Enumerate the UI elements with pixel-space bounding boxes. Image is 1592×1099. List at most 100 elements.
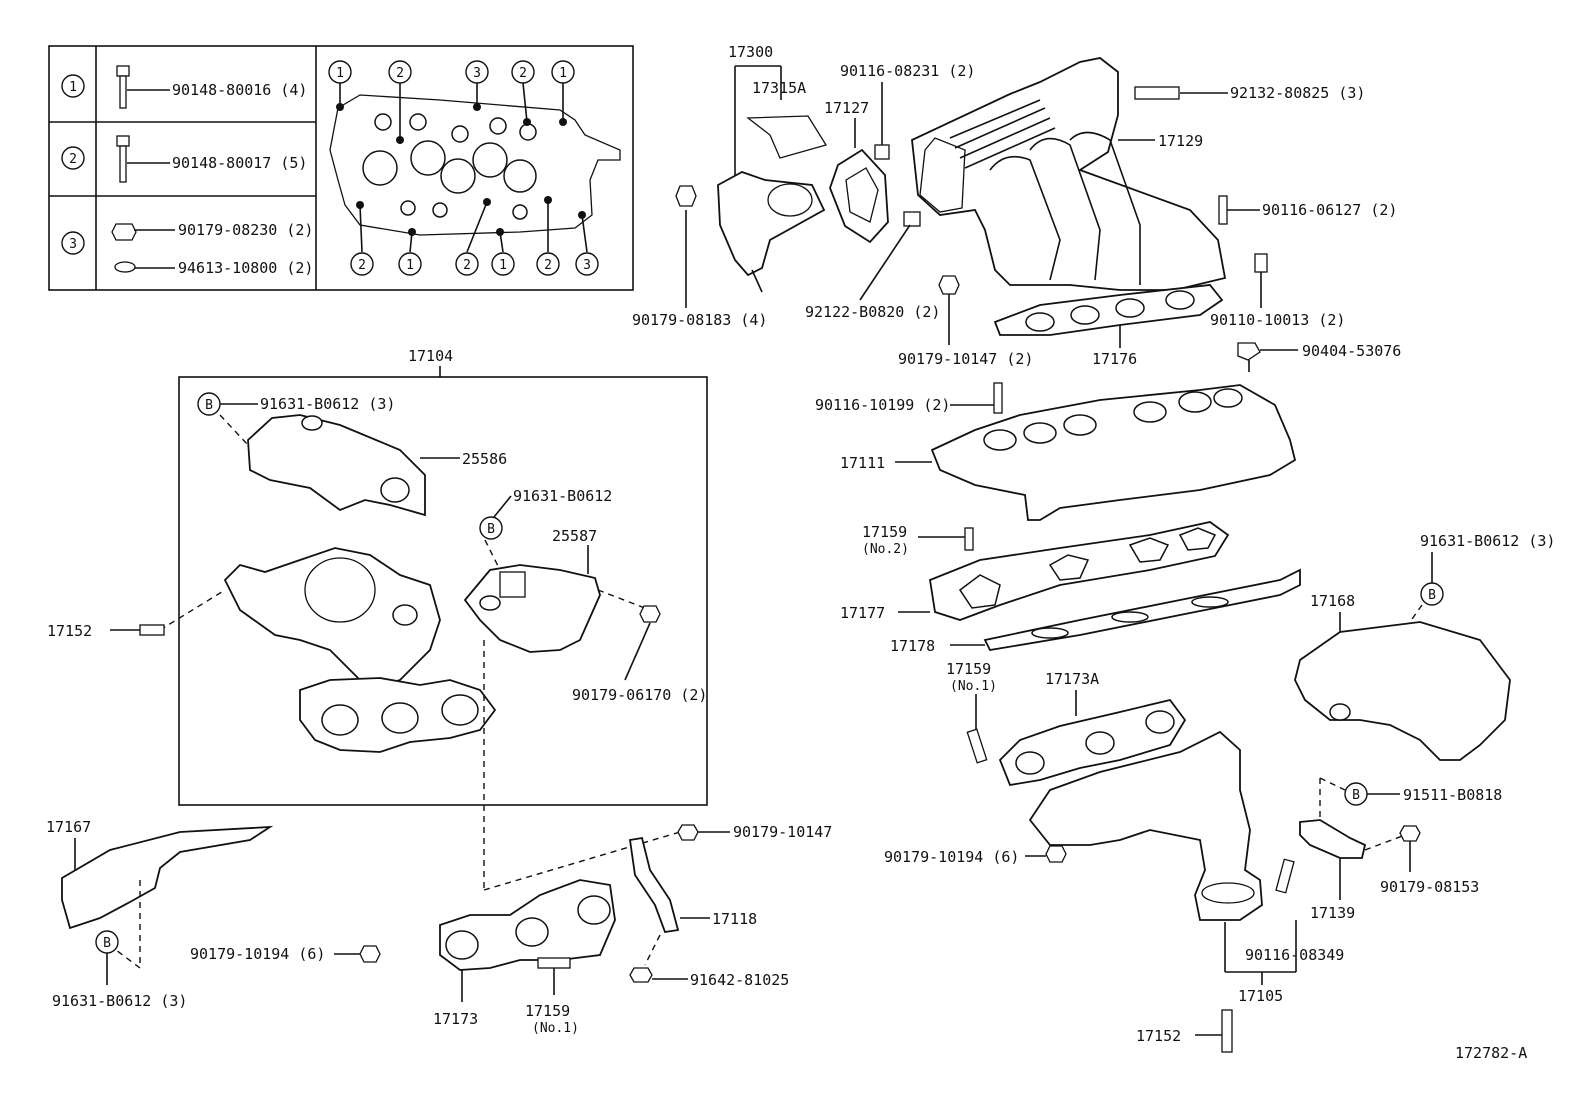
svg-text:3: 3 [583,258,591,273]
svg-text:2: 2 [358,258,366,273]
marker-b: B [1344,782,1368,806]
manifold-stay-17118 [628,836,680,934]
part-label-91631-B0612-3: 91631-B0612 (3) [260,395,395,413]
part-label-90116-10199: 90116-10199 (2) [815,396,950,414]
part-label-91511-B0818: 91511-B0818 [1403,786,1502,804]
intake-manifold-group: 90116-10199 (2) 17111 17159 (No.2) 17177… [815,382,1301,655]
bolt-key-marker: 3 [575,252,599,276]
stud-icon [993,382,1003,414]
throttle-gasket [746,115,828,159]
part-label-25587: 25587 [552,527,597,545]
part-label-17159: 17159 [862,523,907,541]
marker-b: B [197,392,221,416]
part-label-90116-08349: 90116-08349 [1245,946,1344,964]
manifold-stay-17139 [1299,819,1367,859]
part-label-90179-10147-2: 90179-10147 (2) [898,350,1033,368]
stud-icon [1221,1009,1233,1053]
diagram-id: 172782-A [1455,1044,1527,1062]
bolt-key-marker: 1 [491,252,515,276]
nut-icon [1399,825,1421,842]
part-label-92122-B0820: 92122-B0820 (2) [805,303,940,321]
svg-text:1: 1 [499,258,507,273]
bolt-key-marker: 1 [398,252,422,276]
svg-text:2: 2 [544,258,552,273]
bolt-key-marker: 2 [455,252,479,276]
bolt-icon [1218,195,1228,225]
part-label-91631-B0612: 91631-B0612 [513,487,612,505]
legend-row-3: 3 90179-08230 (2) 94613-10800 (2) [61,221,313,277]
throttle-body [717,171,826,277]
heat-insulator-17167 [61,825,274,930]
part-label-90116-08231: 90116-08231 (2) [840,62,975,80]
legend-key: 1 [69,80,77,95]
legend-key-circle [61,146,85,170]
legend-row-2: 2 90148-80017 (5) [61,135,307,183]
legend-key: 3 [69,237,77,252]
part-label-91631-B0612-3: 91631-B0612 (3) [1420,532,1555,550]
part-label-17315A: 17315A [752,79,806,97]
gasket-bolt-pattern: 1 2 3 2 1 2 1 2 1 2 3 [328,60,621,276]
nut-icon [639,605,661,623]
part-label-17167: 17167 [46,818,91,836]
part-label-17159: 17159 [525,1002,570,1020]
nut-icon [111,223,137,241]
stud-icon [139,624,165,636]
bolt-key-marker: 2 [388,60,412,84]
svg-text:2: 2 [519,66,527,81]
marker-b: B [95,930,119,954]
svg-text:B: B [487,522,495,537]
stud-icon [964,527,974,551]
part-label-17111: 17111 [840,454,885,472]
part-label-90179-08183: 90179-08183 (4) [632,311,767,329]
stud-icon [1134,86,1180,100]
marker-b: B [1420,582,1444,606]
exhaust-manifold-17105 [1028,730,1263,921]
legend-part-number: 94613-10800 (2) [178,259,313,277]
part-label-90179-08153: 90179-08153 [1380,878,1479,896]
nut-icon [677,824,699,841]
svg-text:2: 2 [396,66,404,81]
throttle-body-group: 17300 17315A 90179-08183 (4) [632,43,828,329]
svg-text:1: 1 [406,258,414,273]
part-label-90179-06170: 90179-06170 (2) [572,686,707,704]
part-label-17159-sub: (No.1) [532,1021,579,1036]
part-label-17159: 17159 [946,660,991,678]
stud-icon [1275,858,1295,894]
part-label-17159-sub: (No.2) [862,542,909,557]
intake-plenum [911,57,1227,291]
svg-text:B: B [205,398,213,413]
part-label-17173A: 17173A [1045,670,1099,688]
part-label-17168: 17168 [1310,592,1355,610]
bolt-key-marker: 1 [551,60,575,84]
part-label-25586: 25586 [462,450,507,468]
bolt-icon [116,65,130,109]
marker-b: B [479,516,503,540]
part-label-92132-80825: 92132-80825 (3) [1230,84,1365,102]
part-label-17127: 17127 [824,99,869,117]
part-label-17177: 17177 [840,604,885,622]
part-label-90110-10013: 90110-10013 (2) [1210,311,1345,329]
nut-icon [675,185,697,207]
bolt-key-marker: 2 [511,60,535,84]
part-label-90179-10147: 90179-10147 [733,823,832,841]
svg-text:B: B [1428,588,1436,603]
bolt-key-marker: 2 [536,252,560,276]
heat-insulator-25587 [463,564,601,653]
right-exhaust-group: 91631-B0612 (3) B 17168 17159 (No.1) 171… [884,532,1555,1053]
legend-part-number: 90179-08230 (2) [178,221,313,239]
bolt-key-marker: 1 [328,60,352,84]
bolt-icon [1254,253,1268,273]
legend-key-circle [61,74,85,98]
part-label-17118: 17118 [712,910,757,928]
bolt-icon [629,967,653,983]
vsv-fitting-icon [1237,342,1261,361]
part-label-17176: 17176 [1092,350,1137,368]
part-label-17152: 17152 [1136,1027,1181,1045]
part-label-17178: 17178 [890,637,935,655]
bolt-legend-table: 1 90148-80016 (4) 2 90148-80017 (5) 3 [48,45,634,291]
part-label-17105: 17105 [1238,987,1283,1005]
bolt-key-marker: 3 [465,60,489,84]
part-label-17152: 17152 [47,622,92,640]
stud-icon [537,957,571,969]
